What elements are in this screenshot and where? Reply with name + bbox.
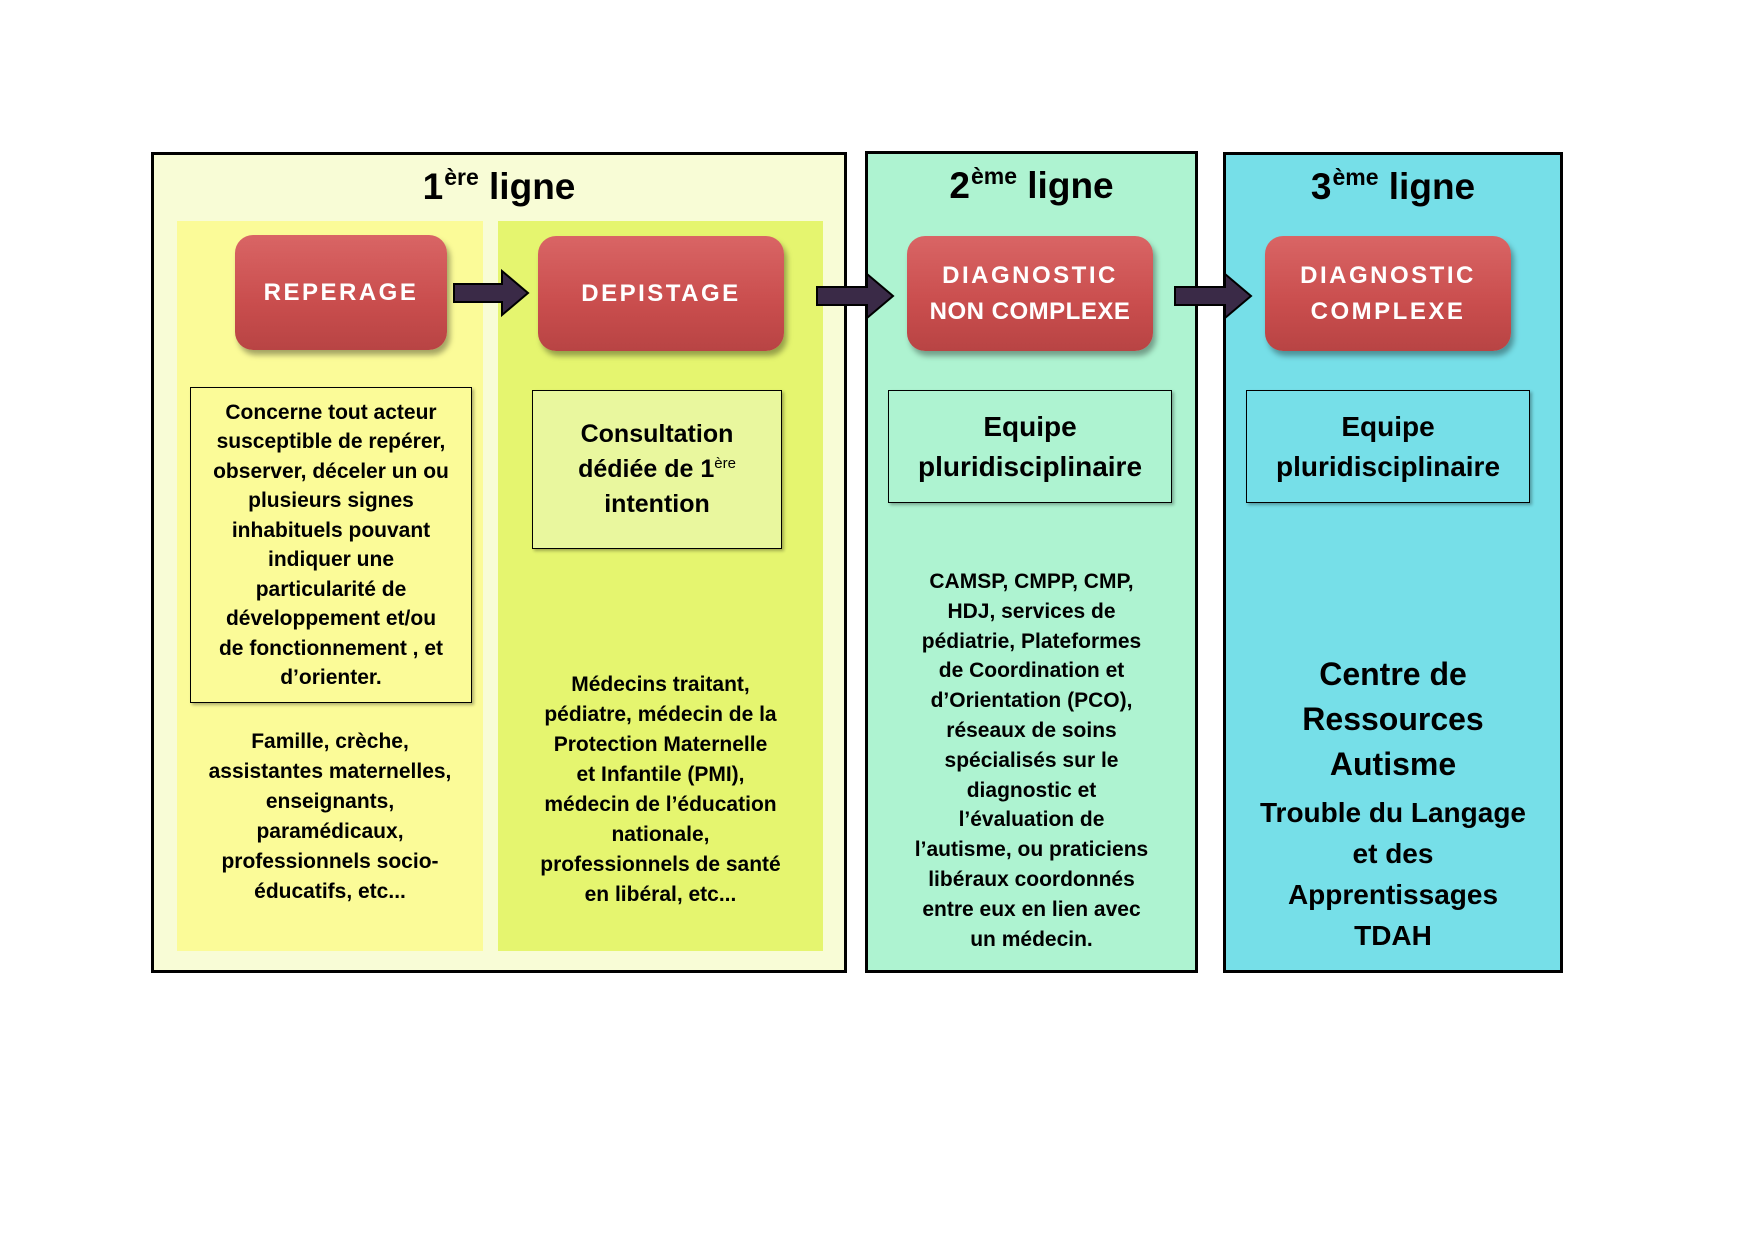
depistage-step: DEPISTAGE [538, 236, 784, 351]
title-word: ligne [1388, 166, 1476, 207]
line2-team-box: Equipe pluridisciplinaire [888, 390, 1172, 503]
third-line-title: 3ème ligne [1223, 166, 1563, 207]
depistage-actor-line: nationale, [611, 823, 710, 846]
reperage-description-line: particularité de [255, 577, 407, 601]
other-resource-line: Apprentissages [1287, 879, 1499, 910]
reperage-description-line: observer, déceler un ou [213, 459, 449, 483]
depistage-consultation-box: Consultation dédiée de 1ère intention [532, 390, 782, 549]
reperage-actor-line: Famille, crèche, [251, 730, 409, 753]
non-complexe-label: NON COMPLEXE [929, 297, 1131, 325]
reperage-step: REPERAGE [235, 235, 447, 350]
line2-actors: CAMSP, CMPP, CMP, HDJ, services de pédiatr… [878, 567, 1185, 954]
reperage-description-line: plusieurs signes [248, 489, 414, 512]
diagnostic-label: DIAGNOSTIC [1300, 261, 1476, 289]
arrow-right-icon [1174, 271, 1253, 321]
other-resource-line: TDAH [1354, 920, 1432, 951]
depistage-actor-line: Protection Maternelle [553, 733, 768, 756]
reperage-description-line: inhabituels pouvant [231, 518, 431, 542]
reperage-description-line: Concerne tout acteur [225, 400, 437, 424]
centre-line: Centre de [1319, 656, 1467, 692]
depistage-actor-line: médecin de l’éducation [544, 793, 777, 816]
centre-line: Ressources [1302, 701, 1484, 737]
line2-actor-line: CAMSP, CMPP, CMP, [929, 570, 1134, 593]
line2-actor-line: spécialisés sur le [944, 748, 1119, 772]
reperage-actor-line: enseignants, [265, 790, 395, 813]
reperage-actor-line: éducatifs, etc... [254, 880, 406, 903]
other-resource-line: et des [1352, 838, 1434, 869]
reperage-actor-line: paramédicaux, [256, 820, 404, 843]
centre-line: Autisme [1329, 746, 1457, 782]
diagnostic-non-complexe-step: DIAGNOSTIC NON COMPLEXE [907, 236, 1153, 351]
depistage-actor-line: et Infantile (PMI), [576, 763, 745, 786]
line2-actor-line: réseaux de soins [946, 718, 1117, 742]
depistage-actor-line: professionnels de santé [540, 853, 781, 876]
arrow-right-icon [816, 271, 895, 321]
line2-actor-line: de Coordination et [938, 659, 1125, 683]
depistage-label: DEPISTAGE [581, 279, 741, 307]
reperage-actor-line: professionnels socio- [221, 850, 439, 873]
depistage-actor-line: en libéral, etc... [584, 883, 737, 906]
second-line-title: 2ème ligne [865, 165, 1198, 206]
dediee-line: dédiée de 1ère [578, 452, 736, 487]
team-line: pluridisciplinaire [917, 450, 1143, 482]
intention-line: intention [604, 490, 710, 518]
depistage-actor-line: pédiatre, médecin de la [544, 703, 777, 726]
title-superscript: ème [970, 163, 1017, 189]
title-number: 1 [422, 166, 444, 207]
team-line: Equipe [983, 410, 1077, 442]
reperage-label: REPERAGE [263, 278, 419, 306]
depistage-actors: Médecins traitant, pédiatre, médecin de l… [505, 670, 816, 910]
complexe-label: COMPLEXE [1310, 297, 1466, 325]
reperage-description-box: Concerne tout acteur susceptible de repér… [190, 387, 472, 703]
first-line-title: 1ère ligne [151, 166, 847, 207]
title-word: ligne [1027, 165, 1114, 206]
team-line: pluridisciplinaire [1275, 450, 1501, 482]
reperage-description-line: d’orienter. [280, 666, 382, 689]
dediee-text: dédiée de 1 [578, 455, 715, 483]
line2-actor-line: diagnostic et [966, 778, 1097, 802]
title-superscript: ème [1332, 164, 1379, 190]
line2-actor-line: d’Orientation (PCO), [930, 689, 1133, 713]
reperage-description-line: développement et/ou [225, 607, 437, 630]
line2-actor-line: pédiatrie, Plateformes [921, 629, 1142, 653]
line2-actor-line: l’évaluation de [958, 808, 1105, 832]
dediee-superscript: ère [714, 455, 736, 472]
diagnostic-complexe-step: DIAGNOSTIC COMPLEXE [1265, 236, 1511, 351]
line2-actor-line: HDJ, services de [947, 599, 1116, 623]
reperage-actor-line: assistantes maternelles, [208, 760, 452, 783]
line2-actor-line: entre eux en lien avec [922, 897, 1141, 921]
title-number: 3 [1310, 166, 1332, 207]
title-number: 2 [949, 165, 970, 206]
depistage-actor-line: Médecins traitant, [571, 673, 750, 696]
reperage-actors: Famille, crèche, assistantes maternelles,… [177, 727, 483, 907]
line2-actor-line: un médecin. [970, 927, 1093, 951]
line2-actor-line: libéraux coordonnés [928, 867, 1135, 891]
arrow-right-icon [453, 268, 530, 318]
team-line: Equipe [1341, 410, 1435, 442]
other-resource-line: Trouble du Langage [1259, 797, 1526, 828]
reperage-description-line: susceptible de repérer, [216, 430, 446, 453]
title-word: ligne [489, 166, 576, 207]
consultation-line: Consultation [580, 420, 734, 448]
reperage-description-line: indiquer une [268, 548, 394, 571]
reperage-description-line: de fonctionnement , et [218, 636, 443, 660]
title-superscript: ère [444, 164, 479, 190]
line3-team-box: Equipe pluridisciplinaire [1246, 390, 1530, 503]
line2-actor-line: l’autisme, ou praticiens [914, 838, 1149, 862]
diagnostic-label: DIAGNOSTIC [942, 261, 1118, 289]
